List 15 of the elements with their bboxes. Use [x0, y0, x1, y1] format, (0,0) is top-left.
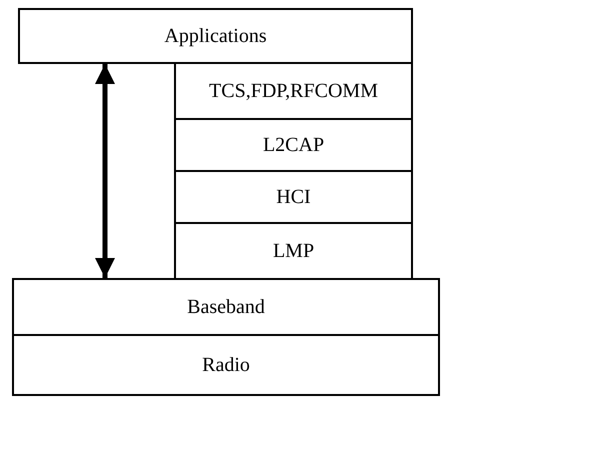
layer-box	[12, 334, 440, 396]
layer-box	[174, 222, 413, 280]
layer-box	[174, 118, 413, 172]
layer-label: L2CAP	[262, 134, 324, 156]
layer-label: HCI	[276, 186, 311, 208]
layer-box	[174, 170, 413, 224]
layer-box	[12, 278, 440, 336]
layer-label: TCS,FDP,RFCOMM	[209, 80, 378, 102]
double-arrow	[95, 64, 115, 278]
layer-label: LMP	[272, 240, 314, 262]
layer-box	[174, 62, 413, 120]
layer-box	[18, 8, 413, 64]
layer-label: Radio	[202, 354, 250, 376]
layer-label: Applications	[164, 24, 267, 48]
layer-label: Baseband	[187, 296, 265, 318]
